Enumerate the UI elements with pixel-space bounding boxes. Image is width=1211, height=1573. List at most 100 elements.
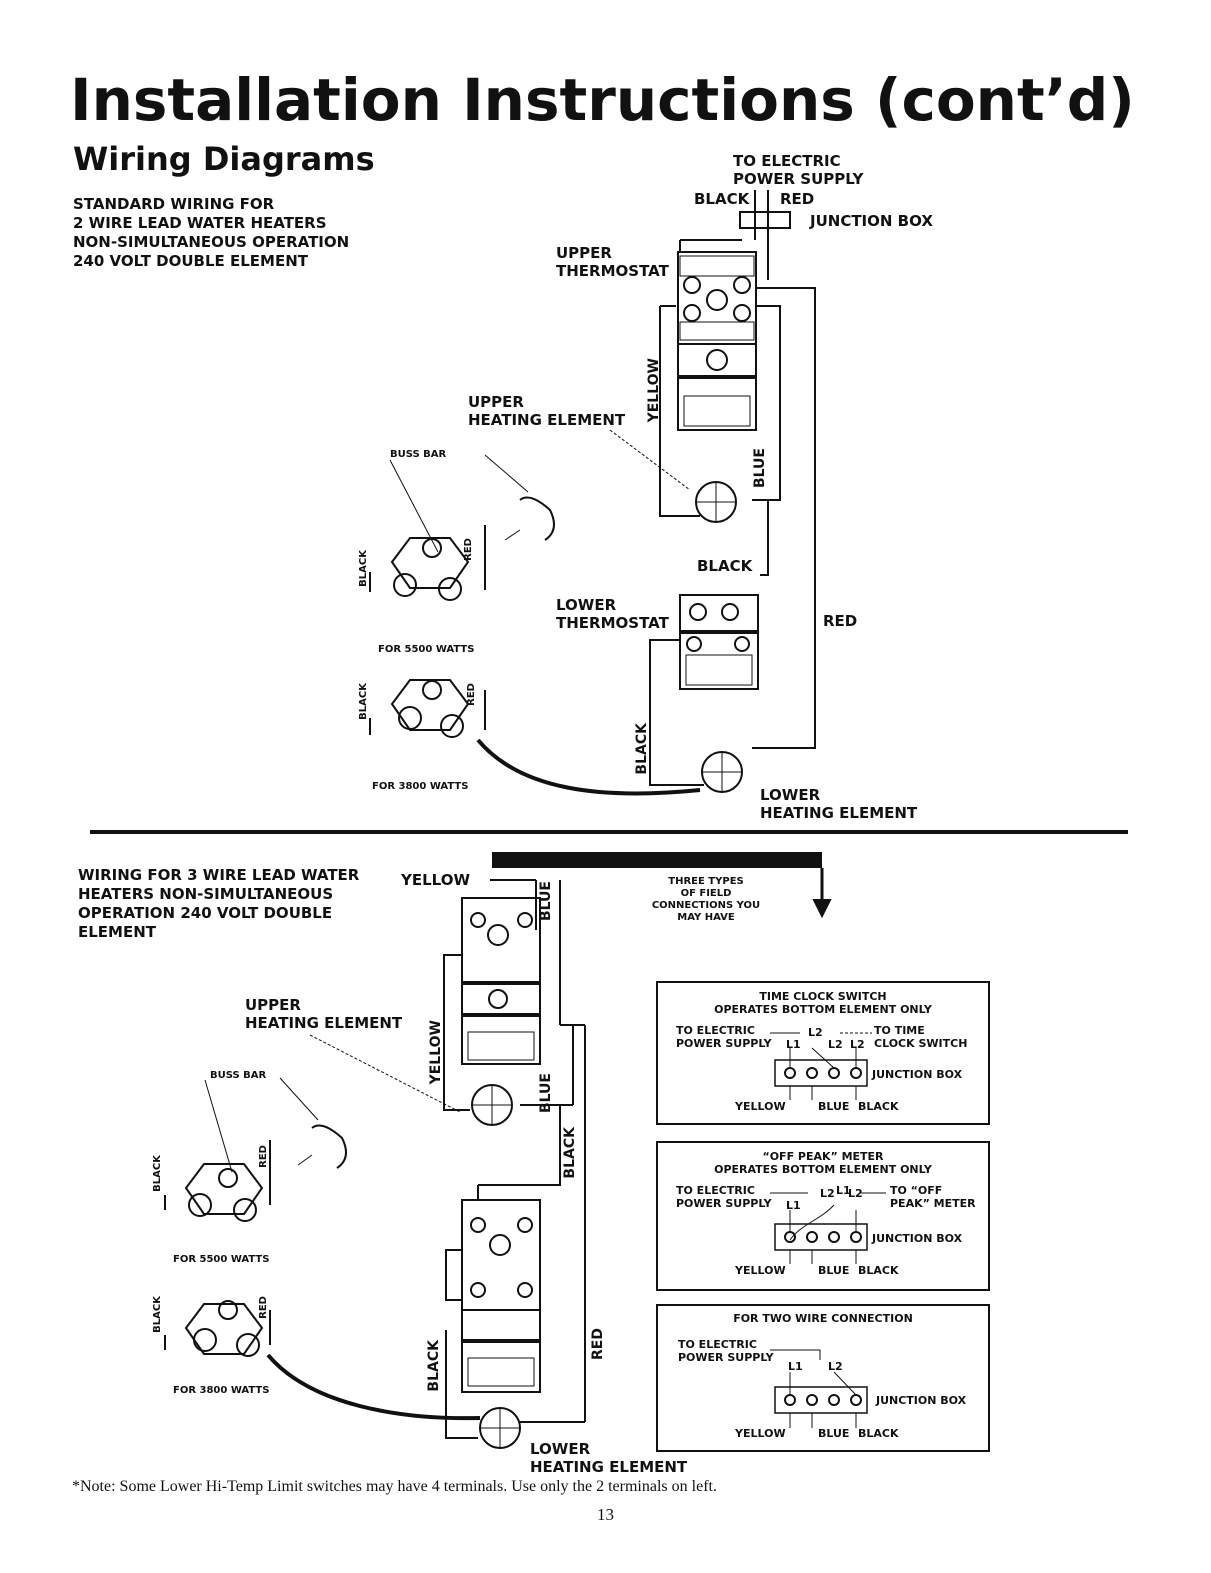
bottom-upper-thermostat: [461, 897, 541, 1065]
label-line: TO TIME: [874, 1024, 925, 1037]
lower-heating-element-label: LOWER HEATING ELEMENT: [760, 786, 917, 822]
blue-wire-label: BLUE: [752, 448, 768, 489]
box3-title: FOR TWO WIRE CONNECTION: [733, 1312, 913, 1325]
box1-left: TO ELECTRIC POWER SUPPLY: [676, 1024, 772, 1050]
heading-line: HEATERS NON-SIMULTANEOUS: [78, 885, 334, 903]
label-line: MAY HAVE: [677, 912, 735, 923]
page-subtitle: Wiring Diagrams: [73, 140, 375, 178]
upper-thermostat-label: UPPER THERMOSTAT: [556, 244, 669, 280]
bottom-element-red-label: RED: [258, 1296, 269, 1319]
label-line: LOWER: [760, 786, 821, 804]
box3-wire: BLACK: [858, 1427, 899, 1440]
bottom-diagram-heading: WIRING FOR 3 WIRE LEAD WATER HEATERS NON…: [78, 866, 359, 942]
box-off-peak: [656, 1141, 990, 1291]
page-number: 13: [597, 1505, 614, 1524]
bottom-black-lower-label: BLACK: [426, 1340, 442, 1392]
bottom-element-black-label: BLACK: [152, 1296, 163, 1333]
blue-label: BLUE: [538, 881, 554, 922]
box3-terminal: L2: [828, 1360, 843, 1373]
for-3800-label: FOR 3800 WATTS: [372, 781, 469, 792]
upper-heating-element-label: UPPER HEATING ELEMENT: [468, 393, 625, 429]
footnote: *Note: Some Lower Hi-Temp Limit switches…: [72, 1478, 717, 1495]
box2-wire: BLACK: [858, 1264, 899, 1277]
box1-title: TIME CLOCK SWITCH OPERATES BOTTOM ELEMEN…: [657, 990, 989, 1016]
top-junction-box: [739, 211, 791, 229]
label-line: POWER SUPPLY: [676, 1037, 772, 1050]
buss-bar-label: BUSS BAR: [390, 449, 447, 460]
label-line: PEAK” METER: [890, 1197, 976, 1210]
box2-left: TO ELECTRIC POWER SUPPLY: [676, 1184, 772, 1210]
power-supply-label: TO ELECTRIC POWER SUPPLY: [733, 152, 863, 188]
label-line: OPERATES BOTTOM ELEMENT ONLY: [714, 1003, 932, 1016]
element-3800-bottom: [164, 1300, 271, 1357]
for-5500-label: FOR 5500 WATTS: [378, 644, 475, 655]
box3-wire: YELLOW: [735, 1427, 786, 1440]
red-label: RED: [780, 190, 815, 208]
heading-line: ELEMENT: [78, 923, 157, 941]
box1-junction: JUNCTION BOX: [872, 1068, 963, 1081]
label-line: CLOCK SWITCH: [874, 1037, 968, 1050]
label-line: THREE TYPES: [668, 876, 744, 887]
label-line: TO ELECTRIC: [676, 1184, 755, 1197]
black-label: BLACK: [694, 190, 750, 208]
label-line: THERMOSTAT: [556, 614, 669, 632]
label-line: UPPER: [556, 244, 612, 262]
page-title: Installation Instructions (cont’d): [70, 66, 1135, 134]
box2-right: TO “OFF PEAK” METER: [890, 1184, 976, 1210]
bottom-lower-heating-element-label: LOWER HEATING ELEMENT: [530, 1440, 687, 1476]
bottom-yellow-vert-label: YELLOW: [428, 1020, 444, 1085]
box-two-wire: [656, 1304, 990, 1452]
black-wire-vertical-label: BLACK: [634, 723, 650, 775]
lower-thermostat: [679, 594, 759, 690]
label-line: POWER SUPPLY: [678, 1351, 774, 1364]
label-line: “OFF PEAK” METER: [762, 1150, 884, 1163]
black-wire-label: BLACK: [697, 557, 753, 575]
label-line: HEATING ELEMENT: [760, 804, 918, 822]
box1-terminal: L1: [786, 1038, 801, 1051]
bottom-element-black-label: BLACK: [152, 1155, 163, 1192]
label-line: HEATING ELEMENT: [468, 411, 626, 429]
box1-terminal: L2: [808, 1026, 823, 1039]
label-line: LOWER: [556, 596, 617, 614]
label-line: HEATING ELEMENT: [530, 1458, 688, 1476]
heading-line: NON-SIMULTANEOUS OPERATION: [73, 233, 350, 251]
three-types-label: THREE TYPES OF FIELD CONNECTIONS YOU MAY…: [646, 876, 766, 924]
label-line: HEATING ELEMENT: [245, 1014, 403, 1032]
bottom-upper-heating-element: [471, 1084, 513, 1126]
bottom-lower-thermostat: [461, 1199, 541, 1393]
upper-heating-element-symbol: [695, 481, 737, 523]
element-5500-top: [369, 525, 486, 601]
upper-thermostat: [677, 251, 757, 345]
label-line: TO ELECTRIC: [678, 1338, 757, 1351]
label-line: THERMOSTAT: [556, 262, 669, 280]
box2-terminal: L2: [820, 1187, 835, 1200]
box2-wire: YELLOW: [735, 1264, 786, 1277]
box2-terminal: L1: [836, 1184, 851, 1197]
label-line: LOWER: [530, 1440, 591, 1458]
box2-terminal: L1: [786, 1199, 801, 1212]
bottom-red-vert-label: RED: [590, 1328, 606, 1360]
box1-wire: BLUE: [818, 1100, 850, 1113]
label-line: UPPER: [468, 393, 524, 411]
red-wire-label: RED: [823, 612, 858, 630]
yellow-wire-label: YELLOW: [646, 358, 662, 423]
box1-wire: YELLOW: [735, 1100, 786, 1113]
element-3800-top: [369, 679, 486, 738]
box1-terminal: L2: [828, 1038, 843, 1051]
label-line: OF FIELD: [680, 888, 732, 899]
bottom-for-5500-label: FOR 5500 WATTS: [173, 1254, 270, 1265]
label-line: TO ELECTRIC: [676, 1024, 755, 1037]
label-line: POWER SUPPLY: [733, 170, 864, 188]
heading-line: 2 WIRE LEAD WATER HEATERS: [73, 214, 327, 232]
label-line: TO “OFF: [890, 1184, 943, 1197]
bottom-blue-vert-label: BLUE: [538, 1073, 554, 1114]
heading-line: OPERATION 240 VOLT DOUBLE: [78, 904, 333, 922]
box-time-clock: [656, 981, 990, 1125]
box3-wire: BLUE: [818, 1427, 850, 1440]
box3-left: TO ELECTRIC POWER SUPPLY: [678, 1338, 774, 1364]
box2-title: “OFF PEAK” METER OPERATES BOTTOM ELEMENT…: [657, 1150, 989, 1176]
bottom-for-3800-label: FOR 3800 WATTS: [173, 1385, 270, 1396]
bottom-buss-bar-label: BUSS BAR: [210, 1070, 267, 1081]
heading-line: STANDARD WIRING FOR: [73, 195, 275, 213]
